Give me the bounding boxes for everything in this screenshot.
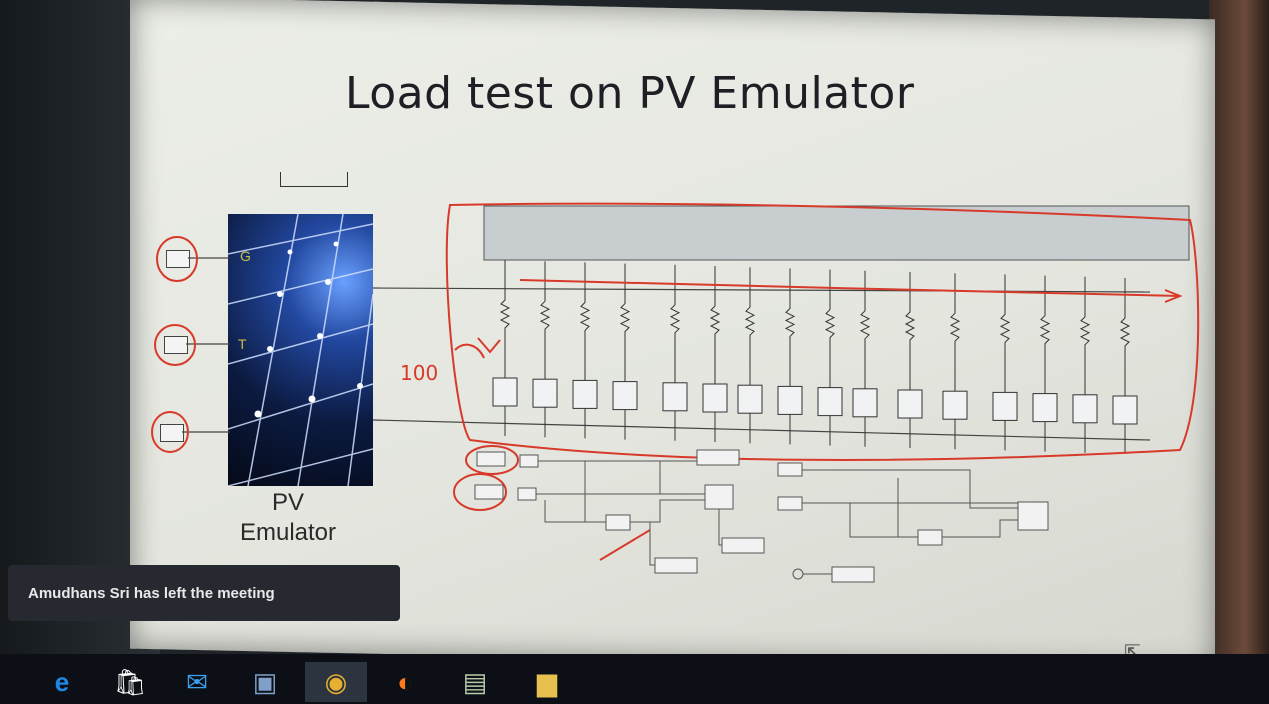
edge-icon[interactable]: e xyxy=(37,662,87,702)
load-switch xyxy=(1112,395,1138,425)
load-switch xyxy=(852,388,878,418)
load-resistor xyxy=(669,264,681,383)
firefox-icon[interactable]: ◐ xyxy=(380,662,430,702)
load-resistor xyxy=(904,272,916,390)
mail-glyph: ✉ xyxy=(186,666,208,697)
windows-taskbar: e 🛍 ✉ ▣ ◉ ◐ ▤ ▆ xyxy=(0,654,1269,704)
mail-icon[interactable]: ✉ xyxy=(172,662,222,702)
load-resistor xyxy=(1079,276,1091,395)
chrome-icon[interactable]: ◉ xyxy=(305,662,367,702)
edge-glyph: e xyxy=(54,666,70,697)
store-icon[interactable]: 🛍 xyxy=(105,662,155,702)
photos-glyph: ▣ xyxy=(252,666,278,697)
irradiance-input-block xyxy=(166,250,190,268)
load-switch xyxy=(942,390,968,420)
load-switch xyxy=(777,385,803,415)
pv-label-line1: PV xyxy=(271,489,304,516)
load-resistor xyxy=(619,263,631,382)
load-resistor xyxy=(859,270,871,389)
load-switch xyxy=(1032,393,1058,423)
slide-title: Load test on PV Emulator xyxy=(345,68,915,119)
load-switch xyxy=(492,377,518,407)
notepad-glyph: ▤ xyxy=(462,666,488,697)
load-switch xyxy=(532,378,558,408)
pv-emulator-label: PV Emulator xyxy=(218,488,358,548)
load-switch xyxy=(817,387,843,417)
load-resistor xyxy=(824,269,836,388)
photos-icon[interactable]: ▣ xyxy=(240,662,290,702)
temperature-input-block xyxy=(164,336,188,354)
chrome-glyph: ◉ xyxy=(324,666,348,697)
folder-glyph: ▆ xyxy=(537,666,557,697)
load-resistor xyxy=(709,266,721,384)
load-switch xyxy=(1072,394,1098,424)
load-switch xyxy=(572,379,598,409)
port-g-label: G xyxy=(240,248,251,264)
store-glyph: 🛍 xyxy=(113,666,147,697)
load-resistor xyxy=(949,273,961,392)
load-resistor xyxy=(744,267,756,386)
load-switch xyxy=(897,389,923,419)
folder-icon[interactable]: ▆ xyxy=(522,662,572,702)
load-resistor xyxy=(1039,275,1051,394)
background-right-frame xyxy=(1209,0,1269,704)
meeting-notification-toast[interactable]: Amudhans Sri has left the meeting xyxy=(8,565,400,621)
load-resistor xyxy=(579,262,591,381)
port-t-label: T xyxy=(238,336,247,352)
load-switch xyxy=(702,383,728,413)
firefox-glyph: ◐ xyxy=(397,666,413,697)
notepad-icon[interactable]: ▤ xyxy=(450,662,500,702)
ground-input-block xyxy=(160,424,184,442)
load-resistor xyxy=(784,268,796,387)
load-resistor xyxy=(539,261,551,380)
load-switch xyxy=(992,391,1018,421)
load-switch xyxy=(737,384,763,414)
scope-block xyxy=(280,172,348,187)
pv-emulator-block xyxy=(228,214,373,486)
load-resistor xyxy=(1119,278,1131,396)
load-switch xyxy=(612,381,638,411)
load-resistor xyxy=(999,274,1011,393)
pv-label-line2: Emulator xyxy=(239,519,337,546)
load-switch xyxy=(662,382,688,412)
hand-annotation-value: 100 xyxy=(400,361,438,385)
load-resistor xyxy=(499,260,511,378)
notification-text: Amudhans Sri has left the meeting xyxy=(28,584,275,602)
